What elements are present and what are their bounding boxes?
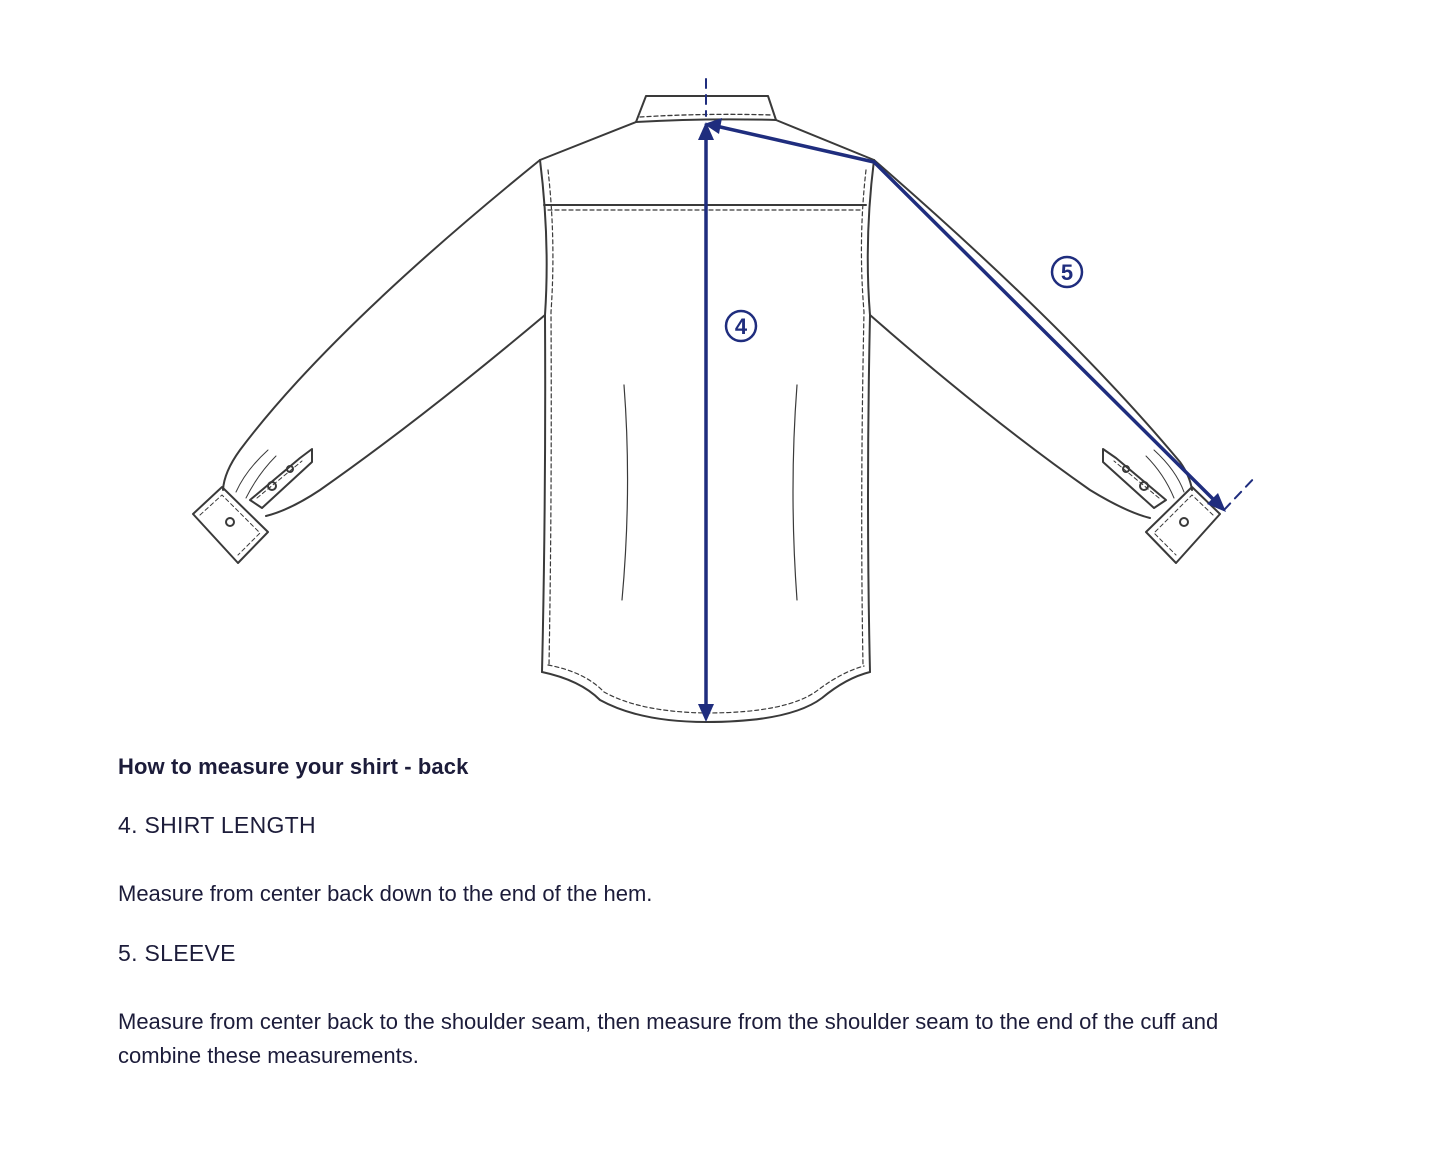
measurement-arrowheads — [698, 118, 1226, 722]
sleeve-instructions: Measure from center back to the shoulder… — [118, 1009, 1219, 1068]
marker-circle — [724, 309, 758, 343]
shirt-back-measurement-diagram: 4 5 — [192, 78, 1257, 723]
measurement-guides — [704, 78, 1257, 710]
illustration-caption: How to measure your shirt - back — [118, 754, 469, 779]
marker-sleeve: 5 — [1050, 255, 1084, 289]
arrowhead-top — [698, 122, 714, 140]
shirt-length-heading: 4. SHIRT LENGTH — [118, 812, 316, 838]
shirt-length-instructions: Measure from center back down to the end… — [118, 881, 653, 906]
marker-number: 4 — [735, 314, 748, 339]
sleeve-line — [714, 124, 1216, 502]
marker-circle — [1050, 255, 1084, 289]
marker-shirt-length: 4 — [724, 309, 758, 343]
arrowhead-bottom — [698, 704, 714, 722]
sleeve-heading: 5. SLEEVE — [118, 940, 236, 966]
arrowhead-cuff — [1207, 493, 1226, 512]
arrowhead-collar — [704, 118, 722, 134]
marker-number: 5 — [1061, 260, 1073, 285]
